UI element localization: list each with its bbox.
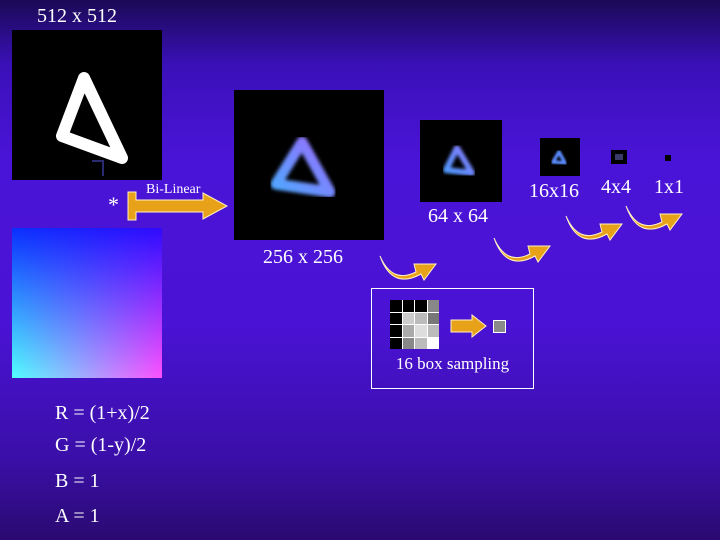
equation-r: R = (1+x)/2 bbox=[55, 402, 150, 424]
sampling-cell bbox=[402, 325, 414, 337]
label-64: 64 x 64 bbox=[428, 205, 488, 227]
curved-arrow-4 bbox=[625, 205, 683, 231]
curved-arrow-1 bbox=[379, 255, 437, 281]
label-256: 256 x 256 bbox=[263, 246, 343, 268]
equation-b: B = 1 bbox=[55, 470, 100, 492]
image-4 bbox=[611, 150, 627, 164]
sampling-label: 16 box sampling bbox=[395, 354, 510, 373]
bilinear-label: Bi-Linear bbox=[146, 182, 201, 197]
sampling-cell bbox=[415, 312, 427, 324]
image-64 bbox=[420, 120, 502, 202]
triangle-256 bbox=[270, 136, 336, 198]
triangle-64 bbox=[443, 145, 475, 176]
image-16 bbox=[540, 138, 580, 176]
sampling-cell bbox=[427, 325, 439, 337]
image-1 bbox=[665, 155, 671, 161]
equation-g: G = (1-y)/2 bbox=[55, 434, 147, 456]
sampling-cell bbox=[390, 337, 402, 349]
sampling-arrow bbox=[450, 314, 487, 338]
sampling-grid bbox=[390, 300, 439, 349]
multiply-symbol: * bbox=[108, 192, 119, 217]
bilinear-arrow bbox=[127, 191, 229, 221]
sampling-cell bbox=[427, 300, 439, 312]
triangle-16 bbox=[550, 148, 569, 166]
gradient-image bbox=[12, 228, 162, 378]
sampling-cell bbox=[427, 337, 439, 349]
sampling-cell bbox=[402, 312, 414, 324]
sampling-cell bbox=[415, 300, 427, 312]
sampled-pixel bbox=[493, 320, 506, 333]
sampling-cell bbox=[390, 300, 402, 312]
sampling-cell bbox=[402, 300, 414, 312]
sampling-cell bbox=[390, 325, 402, 337]
equation-a: A = 1 bbox=[55, 505, 100, 527]
sampling-cell bbox=[415, 337, 427, 349]
label-1: 1x1 bbox=[654, 176, 684, 198]
image-256 bbox=[234, 90, 384, 240]
curved-arrow-3 bbox=[565, 215, 623, 241]
sampling-cell bbox=[402, 337, 414, 349]
image-512 bbox=[12, 30, 162, 180]
curved-arrow-2 bbox=[493, 237, 551, 263]
sampling-cell bbox=[390, 312, 402, 324]
sampling-inset: 16 box sampling bbox=[371, 288, 534, 389]
label-512: 512 x 512 bbox=[37, 5, 117, 27]
sampling-cell bbox=[427, 312, 439, 324]
triangle-512 bbox=[56, 72, 128, 164]
label-4: 4x4 bbox=[601, 176, 631, 198]
sampling-cell bbox=[415, 325, 427, 337]
label-16: 16x16 bbox=[529, 180, 579, 202]
small-mark bbox=[92, 160, 104, 176]
